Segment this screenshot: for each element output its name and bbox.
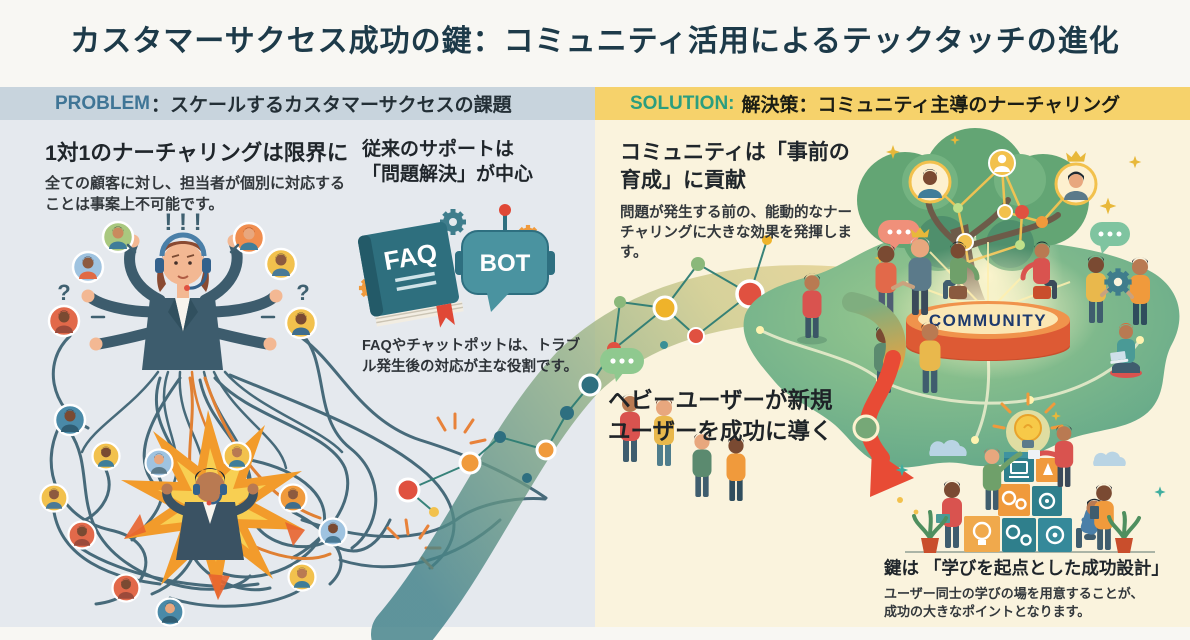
limit-body: 全ての顧客に対し、担当者が個別に対応することは事案上不可能です。: [45, 175, 346, 213]
solution-tag: SOLUTION:: [630, 92, 735, 114]
lightbulb-icon: [992, 392, 1064, 454]
community-heading-line1: コミュニティは「事前の: [620, 141, 850, 164]
limit-text-block: 1対1のナーチャリングは限界に 全ての顧客に対し、担当者が個別に対応することは事…: [45, 136, 353, 215]
question-mark-left: ?: [57, 280, 70, 305]
member-avatar-generic: [988, 149, 1016, 177]
support-text-block: 従来のサポートは 「問題解決」が中心: [362, 137, 533, 187]
speech-bubble: [878, 220, 920, 252]
customer-avatar: [101, 220, 135, 254]
blocks-stack: [964, 452, 1072, 552]
key-body: ユーザー同士の学びの場を用意することが、成功の大きなポイントとなります。: [884, 586, 1144, 620]
faq-caption: FAQやチャットポットは、トラブル発生後の対応が主な役割です。: [362, 338, 581, 375]
customer-avatar: [284, 306, 318, 340]
box-icon: [1028, 450, 1040, 459]
speech-bubble: [600, 348, 644, 382]
customer-avatar: [318, 517, 348, 547]
customer-avatar: [71, 250, 105, 284]
customer-avatar: [39, 483, 69, 513]
customer-avatar: [278, 483, 308, 513]
page-title: カスタマーサクセス成功の鍵：コミュニティ活用によるテックタッチの進化: [70, 25, 1120, 58]
question-mark-right: ?: [296, 280, 309, 305]
solution-header-bar: SOLUTION: 解決策：コミュニティ主導のナーチャリング: [595, 87, 1190, 120]
key-heading: 鍵は 「学びを起点とした成功設計」: [884, 558, 1169, 578]
customer-avatar: [47, 304, 81, 338]
journey-heading-line1: ヘビーユーザーが新規: [608, 388, 833, 413]
bot-label: BOT: [480, 250, 531, 277]
building-blocks-illustration: [895, 392, 1166, 553]
customer-avatar: [67, 520, 97, 550]
customer-avatar: [111, 573, 141, 603]
tablet-icon: [1090, 506, 1099, 519]
cloud-icon: [1093, 451, 1126, 466]
bot-icon: BOT: [455, 204, 555, 312]
community-label: COMMUNITY: [929, 311, 1047, 330]
customer-avatar: [144, 448, 174, 478]
support-heading-line1: 従来のサポートは: [362, 139, 515, 160]
alert-marks: ! ! !: [164, 209, 201, 236]
customer-avatar: [53, 403, 87, 437]
customer-avatar: [264, 247, 298, 281]
problem-header-bar: PROBLEM ：スケールするカスタマーサクセスの課題: [0, 87, 595, 120]
key-text-block: 鍵は 「学びを起点とした成功設計」 ユーザー同士の学びの場を用意することが、成功…: [884, 555, 1169, 622]
problem-tag: PROBLEM: [55, 92, 150, 114]
customer-avatar: [91, 441, 121, 471]
community-text-block: コミュニティは「事前の 育成」に貢献 問題が発生する前の、能動的なナーチャリング…: [620, 139, 860, 263]
faq-book-icon: FAQ: [358, 221, 464, 328]
person-laptop-sitting: [1110, 323, 1142, 378]
community-people: [600, 220, 1150, 501]
solution-heading: 解決策：コミュニティ主導のナーチャリング: [741, 95, 1121, 116]
limit-heading: 1対1のナーチャリングは限界に: [45, 141, 349, 165]
problem-heading: ：スケールするカスタマーサクセスの課題: [151, 95, 512, 116]
cloud-icon: [929, 439, 967, 456]
crown-icon: [1066, 150, 1086, 162]
customer-avatar: [222, 441, 252, 471]
journey-heading-line2: ユーザーを成功に導く: [608, 418, 833, 444]
faq-bot-cluster: FAQ BOT: [357, 204, 555, 328]
person-seated-right: [1020, 241, 1057, 299]
customer-avatars-top: ? ?: [47, 220, 318, 437]
support-heading-line2: 「問題解決」が中心: [362, 164, 534, 186]
plant-icon: [1107, 511, 1141, 553]
speech-bubble: [1090, 222, 1130, 254]
plant-icon: [912, 510, 948, 553]
journey-text-block: ヘビーユーザーが新規 ユーザーを成功に導く: [608, 386, 833, 447]
success-arrow-icon: [842, 292, 914, 497]
member-avatar-female: [1054, 150, 1098, 206]
customer-avatar: [155, 597, 185, 627]
person-seated-left: [943, 241, 980, 299]
community-heading-line2: 育成」に貢献: [620, 168, 746, 192]
customer-avatar: [287, 562, 317, 592]
community-body: 問題が発生する前の、能動的なナーチャリングに大きな効果を発揮します。: [620, 205, 852, 262]
member-avatar-male: [908, 160, 952, 204]
customer-avatar: [232, 221, 266, 255]
